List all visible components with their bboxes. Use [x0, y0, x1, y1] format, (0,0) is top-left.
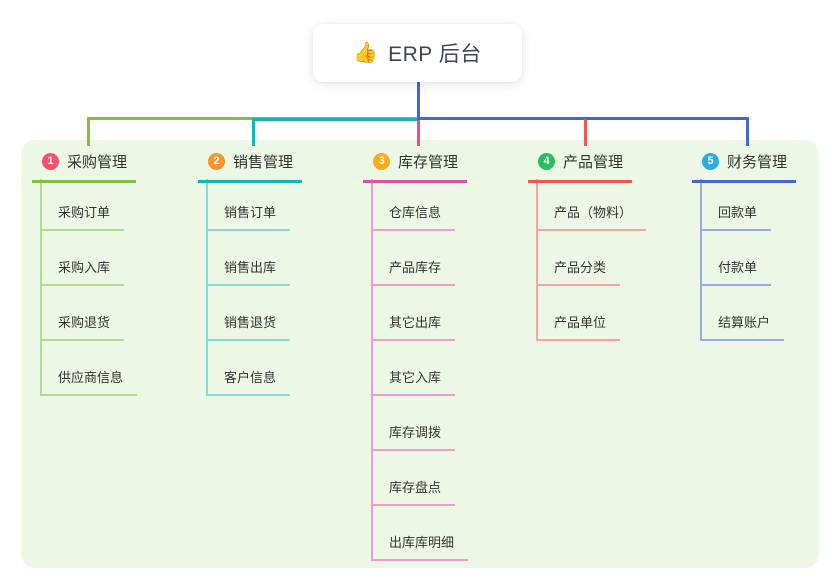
- child-node-branch-3-item-6[interactable]: 库存盘点: [371, 480, 456, 506]
- root-stem-connector: [417, 82, 420, 120]
- topic-node-5[interactable]: 5 财务管理: [692, 146, 797, 183]
- topic-label-4: 产品管理: [563, 154, 624, 171]
- topic-label-5: 财务管理: [727, 154, 788, 171]
- drop-connector-branch-5: [746, 119, 749, 146]
- child-node-branch-3-item-2[interactable]: 产品库存: [371, 260, 456, 286]
- drop-connector-branch-4: [584, 119, 587, 146]
- child-node-branch-2-item-4[interactable]: 客户信息: [206, 370, 291, 396]
- child-node-branch-5-item-2[interactable]: 付款单: [700, 260, 772, 286]
- spine-connector-branch-3: [371, 179, 373, 561]
- child-node-branch-3-item-4[interactable]: 其它入库: [371, 370, 456, 396]
- spine-connector-branch-1: [40, 179, 42, 396]
- topic-node-2[interactable]: 2 销售管理: [198, 146, 303, 183]
- topic-node-3[interactable]: 3 库存管理: [363, 146, 468, 183]
- drop-connector-branch-1: [87, 119, 90, 146]
- child-node-branch-2-item-1[interactable]: 销售订单: [206, 205, 291, 231]
- branches-panel: [21, 140, 819, 568]
- child-node-branch-1-item-3[interactable]: 采购退货: [40, 315, 125, 341]
- child-node-branch-4-item-1[interactable]: 产品（物料）: [536, 205, 647, 231]
- drop-connector-branch-2: [252, 119, 255, 146]
- topic-number-badge-2: 2: [208, 153, 225, 170]
- child-node-branch-5-item-1[interactable]: 回款单: [700, 205, 772, 231]
- topic-number-badge-1: 1: [42, 153, 59, 170]
- child-node-branch-5-item-3[interactable]: 结算账户: [700, 315, 785, 341]
- topic-number-badge-4: 4: [538, 153, 555, 170]
- child-node-branch-1-item-1[interactable]: 采购订单: [40, 205, 125, 231]
- child-node-branch-4-item-2[interactable]: 产品分类: [536, 260, 621, 286]
- child-node-branch-3-item-1[interactable]: 仓库信息: [371, 205, 456, 231]
- topic-number-badge-3: 3: [373, 153, 390, 170]
- topic-node-4[interactable]: 4 产品管理: [528, 146, 633, 183]
- topic-node-1[interactable]: 1 采购管理: [32, 146, 137, 183]
- drop-connector-branch-3: [417, 120, 420, 146]
- topic-label-3: 库存管理: [398, 154, 459, 171]
- spine-connector-branch-2: [206, 179, 208, 396]
- bus-segment-branch-5: [417, 117, 749, 120]
- topic-number-badge-5: 5: [702, 153, 719, 170]
- child-node-branch-4-item-3[interactable]: 产品单位: [536, 315, 621, 341]
- child-node-branch-1-item-2[interactable]: 采购入库: [40, 260, 125, 286]
- child-node-branch-2-item-2[interactable]: 销售出库: [206, 260, 291, 286]
- child-node-branch-2-item-3[interactable]: 销售退货: [206, 315, 291, 341]
- thumbs-up-icon: 👍: [353, 42, 379, 64]
- bus-segment-branch-2: [252, 118, 420, 121]
- spine-connector-branch-5: [700, 179, 702, 341]
- root-node-label: ERP 后台: [388, 43, 482, 66]
- topic-label-1: 采购管理: [67, 154, 128, 171]
- child-node-branch-3-item-7[interactable]: 出库库明细: [371, 535, 469, 561]
- child-node-branch-3-item-5[interactable]: 库存调拨: [371, 425, 456, 451]
- spine-connector-branch-4: [536, 179, 538, 341]
- child-node-branch-1-item-4[interactable]: 供应商信息: [40, 370, 138, 396]
- child-node-branch-3-item-3[interactable]: 其它出库: [371, 315, 456, 341]
- root-node[interactable]: 👍 ERP 后台: [313, 24, 522, 82]
- topic-label-2: 销售管理: [233, 154, 294, 171]
